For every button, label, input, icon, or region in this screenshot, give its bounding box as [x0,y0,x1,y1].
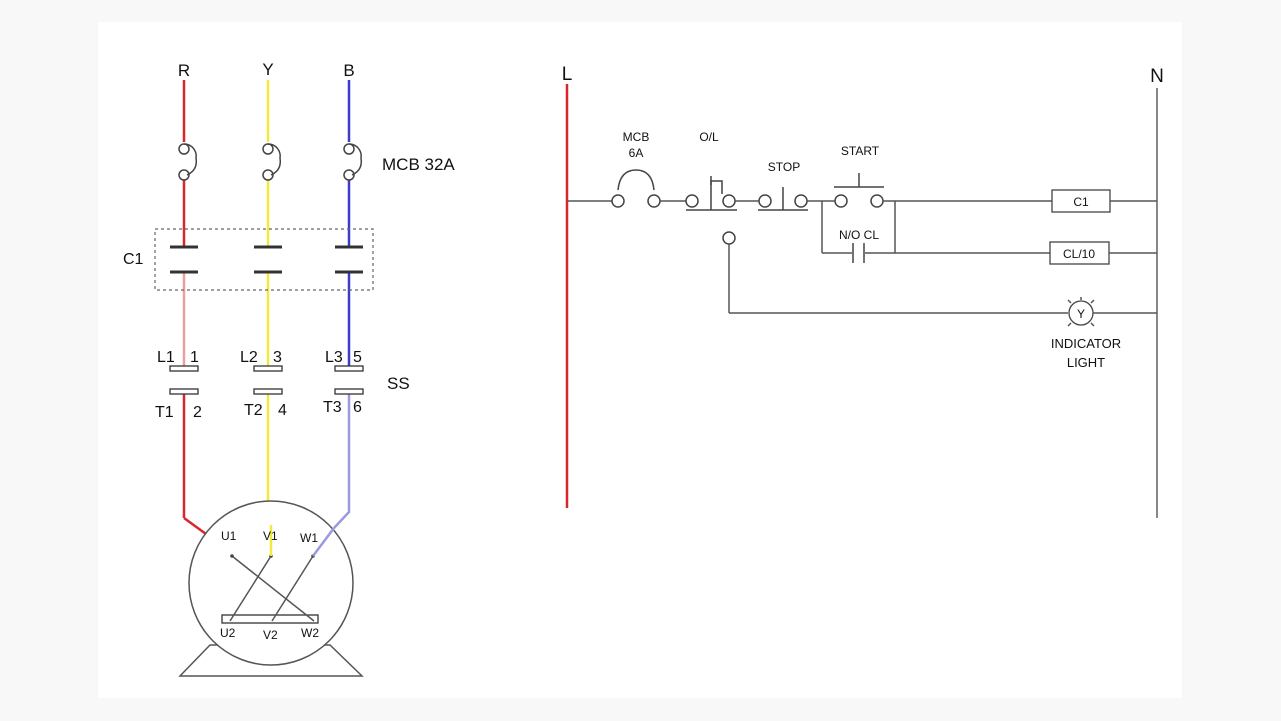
phase-y-label: Y [262,60,273,79]
terminal-l1: L1 [157,349,175,366]
motor-terminal-u1: U1 [221,529,237,543]
line-l-label: L [562,64,573,85]
mcb-32a-label: MCB 32A [382,155,455,174]
indicator-rung [722,231,1157,327]
terminal-4: 4 [278,402,287,419]
terminal-t1: T1 [155,404,174,421]
motor-terminal-w1: W1 [300,531,318,545]
phase-r-label: R [178,61,190,80]
terminal-6: 6 [353,399,362,416]
main-rung [567,169,1157,213]
phase-b-label: B [343,61,354,80]
ss-contacts [169,365,364,395]
terminal-3: 3 [273,349,282,366]
motor-terminal-u2: U2 [220,626,236,640]
motor-terminal-v1: V1 [263,529,278,543]
no-contact-label: N/O CL [839,228,879,242]
motor-body [188,500,354,666]
terminal-l3: L3 [325,349,343,366]
control-circuit: L N [562,64,1164,518]
terminal-1: 1 [190,349,199,366]
terminal-2: 2 [193,404,202,421]
neutral-n-label: N [1150,66,1164,87]
ss-label: SS [387,374,410,393]
coil-cl10-label: CL/10 [1063,247,1095,261]
mcb-6a-label-1: MCB [623,130,650,144]
terminal-5: 5 [353,349,362,366]
start-label: START [841,144,880,158]
terminal-t2: T2 [244,402,263,419]
coil-c1-label: C1 [1073,195,1089,209]
phase-r-wire [182,80,234,557]
mcb-6a-label-2: 6A [629,146,644,160]
power-circuit: R Y B [123,60,455,677]
contactor-c1-contacts [170,245,363,274]
motor-terminal-w2: W2 [301,626,319,640]
indicator-lamp-symbol: Y [1077,307,1085,321]
stop-label: STOP [768,160,800,174]
indicator-label-2: LIGHT [1067,355,1105,370]
hold-in-rung [821,201,1157,265]
terminal-t3: T3 [323,399,342,416]
motor-terminal-v2: V2 [263,628,278,642]
indicator-label-1: INDICATOR [1051,336,1121,351]
contactor-c1-label: C1 [123,251,144,268]
mcb-32a-symbol [178,143,363,181]
contactor-c1-box [154,228,374,291]
motor-terminal-block [221,614,319,624]
terminal-l2: L2 [240,349,258,366]
overload-label: O/L [699,130,719,144]
motor-symbol [178,500,364,677]
phase-b-wire [333,80,351,529]
indicator-lamp-icon [1067,297,1095,327]
